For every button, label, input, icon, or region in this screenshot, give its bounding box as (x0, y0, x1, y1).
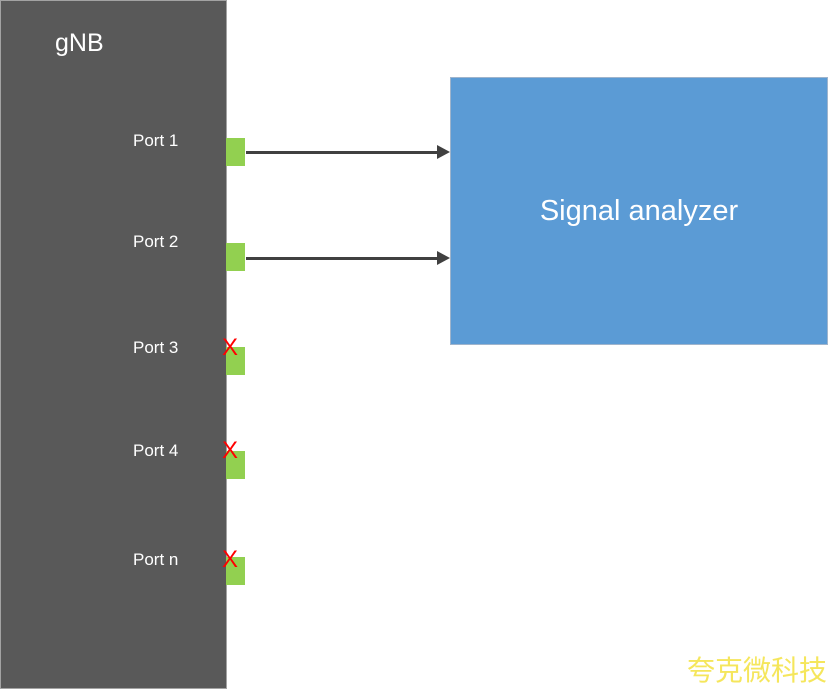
gnb-title: gNB (55, 29, 104, 57)
signal-analyzer-label: Signal analyzer (539, 194, 739, 227)
port-3-blocked-x-icon: X (221, 334, 239, 361)
port-3-label: Port 3 (133, 338, 179, 357)
port-1-connector (226, 138, 245, 166)
port-1-arrow-shaft (246, 151, 438, 154)
port-4-connector (226, 451, 245, 479)
signal-analyzer-box: Signal analyzer (450, 77, 828, 345)
port-4-label: Port 4 (133, 441, 179, 460)
port-4-blocked-x-icon: X (221, 437, 239, 464)
port-3-connector (226, 347, 245, 375)
port-2-arrow-shaft (246, 257, 438, 260)
port-n-connector (226, 557, 245, 585)
port-2-connector (226, 243, 245, 271)
watermark-text: 夸克微科技 (686, 655, 827, 686)
port-2-label: Port 2 (133, 232, 179, 251)
port-n-label: Port n (133, 550, 179, 569)
gnb-box: gNB (0, 0, 227, 689)
port-2-arrowhead-icon (437, 251, 450, 265)
port-n-blocked-x-icon: X (221, 546, 239, 573)
port-1-label: Port 1 (133, 131, 179, 150)
port-1-arrowhead-icon (437, 145, 450, 159)
